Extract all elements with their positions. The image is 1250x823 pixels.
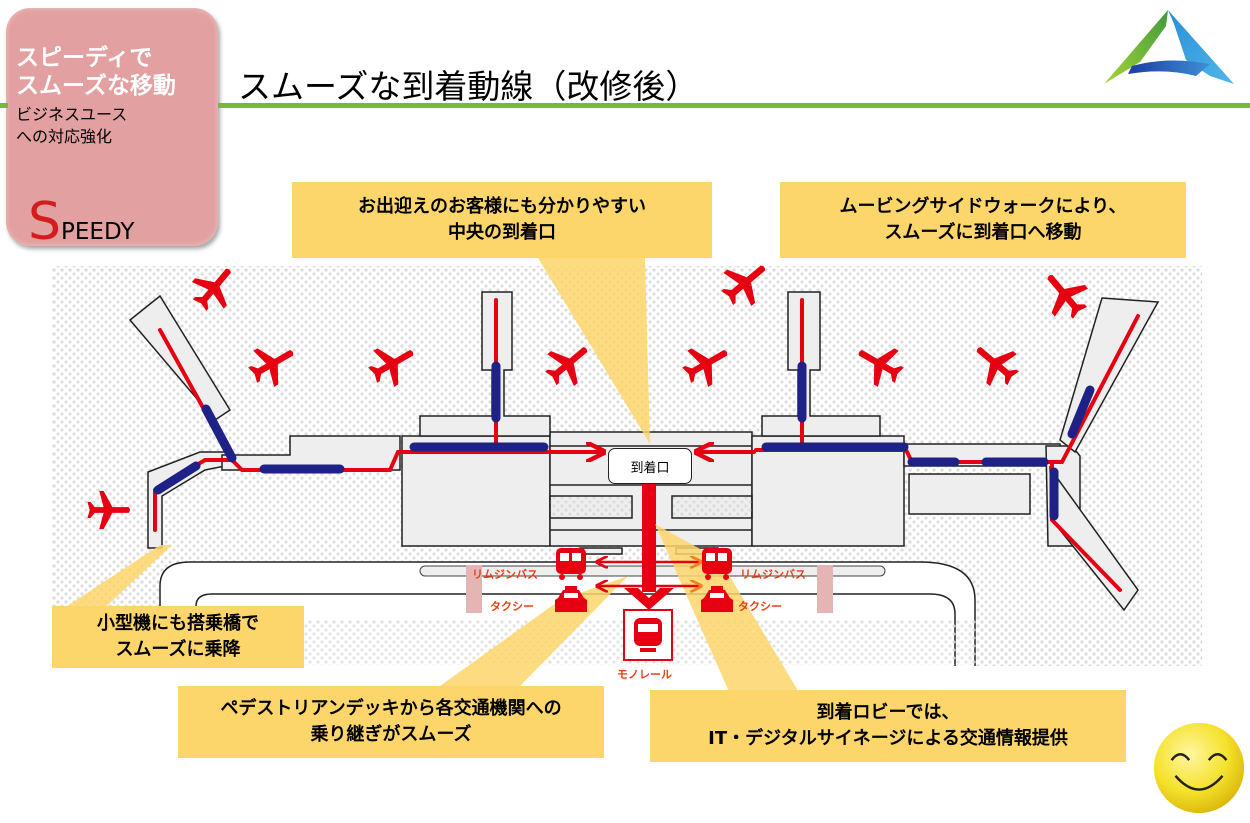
badge-heading: スピーディで スムーズな移動: [16, 44, 176, 100]
taxi-label-right: タクシー: [738, 600, 782, 613]
speedy-rest: PEEDY: [61, 219, 135, 245]
transport-icons: [555, 548, 733, 661]
speedy-wordmark: SPEEDY: [28, 196, 135, 248]
callout-line: 中央の到着口: [448, 222, 556, 243]
callout-line: スムーズに乗降: [115, 639, 241, 660]
callout-line: ムービングサイドウォークにより、: [839, 196, 1127, 217]
callout-line: ペデストリアンデッキから各交通機関への: [220, 698, 562, 719]
title-rule: [218, 103, 1250, 108]
callout-line: スムーズに到着口へ移動: [884, 222, 1082, 243]
badge-subheading-line2: への対応強化: [16, 127, 113, 146]
limousine-bus-label-right: リムジンバス: [740, 568, 806, 581]
badge-subheading: ビジネスユース への対応強化: [16, 104, 127, 148]
speedy-badge: スピーディで スムーズな移動 ビジネスユース への対応強化 SPEEDY: [6, 8, 218, 248]
monorail-label: モノレール: [617, 668, 672, 681]
callout-central-gate: お出迎えのお客様にも分かりやすい 中央の到着口: [292, 182, 712, 258]
callout-pedestrian-deck: ペデストリアンデッキから各交通機関への 乗り継ぎがスムーズ: [178, 686, 604, 758]
callout-line: 乗り継ぎがスムーズ: [310, 724, 472, 745]
central-down-arrow: [642, 482, 656, 592]
callout-line: 小型機にも搭乗橋で: [97, 613, 259, 634]
deck-pillar-right: [817, 565, 833, 613]
smiley-face-icon: [1153, 722, 1245, 814]
title-rule-left: [0, 103, 8, 108]
badge-heading-line1: スピーディで: [16, 45, 153, 71]
badge-heading-line2: スムーズな移動: [16, 73, 176, 99]
page-title: スムーズな到着動線（改修後）: [238, 67, 699, 106]
airport-logo-icon: [1104, 10, 1234, 84]
arrival-gate-label: 到着口: [608, 448, 692, 484]
limousine-bus-label-left: リムジンバス: [472, 568, 538, 581]
callout-line: IT・デジタルサイネージによる交通情報提供: [708, 728, 1068, 749]
callout-arrival-lobby: 到着ロビーでは、 IT・デジタルサイネージによる交通情報提供: [650, 690, 1126, 762]
callout-line: お出迎えのお客様にも分かりやすい: [358, 196, 646, 217]
speedy-initial: S: [28, 192, 62, 252]
callout-line: 到着ロビーでは、: [816, 702, 960, 723]
taxi-label-left: タクシー: [490, 600, 534, 613]
badge-subheading-line1: ビジネスユース: [16, 105, 128, 124]
callout-small-aircraft: 小型機にも搭乗橋で スムーズに乗降: [52, 606, 304, 668]
callout-moving-walkway: ムービングサイドウォークにより、 スムーズに到着口へ移動: [780, 182, 1186, 258]
deck-pillar-left: [466, 565, 482, 613]
moving-walkways: [153, 361, 1095, 521]
